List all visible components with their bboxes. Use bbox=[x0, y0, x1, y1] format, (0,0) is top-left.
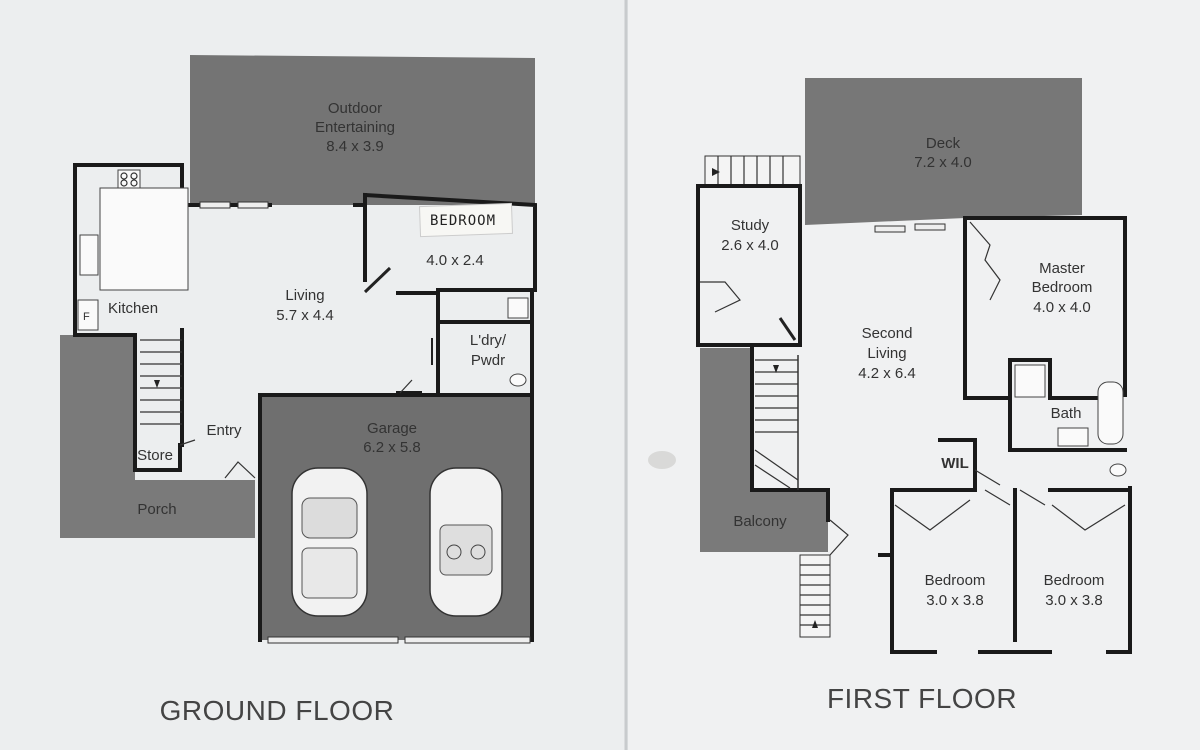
bedroom-left-robe-icon bbox=[894, 499, 971, 531]
porch-name: Porch bbox=[137, 501, 176, 518]
master-west-wall bbox=[963, 216, 1012, 400]
garage-name: Garage bbox=[367, 420, 417, 437]
study-robe-icon bbox=[700, 281, 741, 313]
bedroom-size: 4.0 x 2.4 bbox=[426, 252, 484, 269]
ground-floor-title: GROUND FLOOR bbox=[160, 695, 395, 726]
window-icon bbox=[874, 225, 906, 233]
kitchen-name: Kitchen bbox=[108, 300, 158, 317]
kitchen-west-wall bbox=[73, 163, 137, 472]
entry-name: Entry bbox=[206, 422, 242, 439]
garage-size: 6.2 x 5.8 bbox=[363, 439, 421, 456]
second-living-size: 4.2 x 6.4 bbox=[858, 365, 916, 382]
porch-area bbox=[60, 335, 255, 538]
balcony-door-icon bbox=[829, 519, 849, 556]
stair-wall bbox=[750, 346, 830, 522]
study-size: 2.6 x 4.0 bbox=[721, 237, 779, 254]
basin-icon bbox=[1057, 427, 1089, 447]
bedroom-right-size: 3.0 x 3.8 bbox=[1045, 592, 1103, 609]
outdoor-name-line1: Outdoor bbox=[328, 100, 382, 117]
store-door-icon bbox=[179, 439, 196, 446]
laundry-name-line1: L'dry/ bbox=[470, 332, 507, 349]
fridge-label: F bbox=[83, 311, 90, 323]
entry-door-icon bbox=[399, 379, 413, 394]
wil-wall bbox=[890, 438, 977, 492]
laundry-tub-icon bbox=[507, 297, 529, 319]
cooktop-icon bbox=[117, 169, 141, 189]
wil-name: WIL bbox=[941, 455, 969, 472]
second-living-name-line1: Second bbox=[862, 325, 913, 342]
burner-icon bbox=[120, 172, 128, 180]
bedroom-left-west-wall bbox=[890, 488, 937, 654]
window-icon bbox=[237, 201, 269, 209]
deck-area bbox=[805, 78, 1082, 225]
burner-icon bbox=[130, 172, 138, 180]
garage-north-east-wall bbox=[258, 393, 534, 642]
first-floor-stairs-middle bbox=[754, 355, 799, 490]
master-name-line2: Bedroom bbox=[1032, 279, 1093, 296]
deck-name: Deck bbox=[926, 135, 961, 152]
stair-arrow-icon bbox=[712, 168, 720, 176]
burner-icon bbox=[120, 179, 128, 187]
bathtub-icon bbox=[1097, 381, 1124, 445]
study-walls bbox=[696, 184, 802, 347]
bath-west-wall bbox=[1008, 358, 1050, 452]
laundry-wall bbox=[396, 291, 440, 397]
balcony-area bbox=[700, 348, 828, 552]
first-floor-title: FIRST FLOOR bbox=[827, 683, 1017, 714]
outdoor-name-line2: Entertaining bbox=[315, 119, 395, 136]
window-icon bbox=[199, 201, 231, 209]
garage-door-icon bbox=[404, 636, 531, 644]
stair-arrow-icon bbox=[812, 620, 818, 628]
external-stairs bbox=[799, 554, 831, 638]
outdoor-size: 8.4 x 3.9 bbox=[326, 138, 384, 155]
fridge-icon bbox=[77, 299, 99, 331]
convertible-car-icon bbox=[429, 467, 503, 617]
ground-stairs bbox=[140, 339, 182, 425]
first-floor-plan: Deck 7.2 x 4.0 Study 2.6 x 4.0 Second Li… bbox=[696, 78, 1132, 714]
bedroom-left-name: Bedroom bbox=[925, 572, 986, 589]
toilet-icon bbox=[1109, 463, 1127, 477]
bedroom-right-east-wall bbox=[1106, 486, 1132, 654]
sink-icon bbox=[79, 234, 99, 276]
paper-stain bbox=[648, 451, 676, 469]
bedroom-door-icon bbox=[363, 266, 392, 294]
kitchen-counter bbox=[99, 187, 189, 291]
laundry-name-line2: Pwdr bbox=[471, 352, 505, 369]
store-wall bbox=[133, 443, 182, 472]
bedroom-handwritten-label: BEDROOM bbox=[430, 213, 496, 229]
wil-door-icon bbox=[974, 469, 1001, 486]
study-door-icon bbox=[778, 317, 797, 341]
stair-arrow-icon bbox=[154, 380, 160, 388]
living-size: 5.7 x 4.4 bbox=[276, 307, 334, 324]
second-living-name-line2: Living bbox=[867, 345, 906, 362]
master-north-east-wall bbox=[963, 216, 1127, 397]
bath-name: Bath bbox=[1051, 405, 1082, 422]
study-name: Study bbox=[731, 217, 770, 234]
store-name: Store bbox=[137, 447, 173, 464]
bedroom-left-size: 3.0 x 3.8 bbox=[926, 592, 984, 609]
master-name-line1: Master bbox=[1039, 260, 1085, 277]
bedroom-door-icon bbox=[984, 489, 1046, 506]
ground-floor-plan: BEDROOM Outdoor Entertaining 8.4 x 3.9 K… bbox=[60, 55, 537, 726]
garage-door-icon bbox=[267, 636, 399, 644]
deck-size: 7.2 x 4.0 bbox=[914, 154, 972, 171]
master-size: 4.0 x 4.0 bbox=[1033, 299, 1091, 316]
bedroom-right-name: Bedroom bbox=[1044, 572, 1105, 589]
outdoor-entertaining-area bbox=[190, 55, 535, 205]
bedroom-right-robe-icon bbox=[1051, 504, 1126, 531]
balcony-name: Balcony bbox=[733, 513, 787, 530]
living-name: Living bbox=[285, 287, 324, 304]
shower-icon bbox=[1014, 364, 1046, 398]
handwritten-label-sticker bbox=[418, 202, 514, 238]
first-floor-stairs-top bbox=[704, 155, 801, 187]
master-robe-icon bbox=[969, 221, 1001, 301]
car-icon bbox=[291, 467, 368, 617]
stair-arrow-icon bbox=[773, 365, 779, 373]
window-icon bbox=[914, 223, 946, 231]
bath-wall bbox=[1008, 358, 1102, 400]
toilet-icon bbox=[509, 373, 527, 387]
front-door-icon bbox=[224, 461, 256, 479]
burner-icon bbox=[130, 179, 138, 187]
